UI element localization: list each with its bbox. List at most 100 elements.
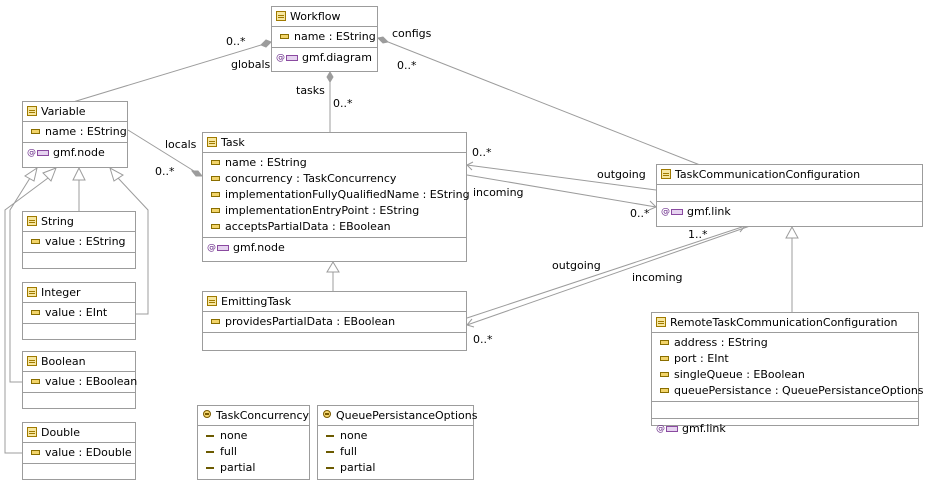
class-emitting-task[interactable]: EmittingTask providesPartialData : EBool… xyxy=(202,291,467,351)
label-locals: locals xyxy=(165,138,197,151)
generalization-arrow xyxy=(785,225,799,239)
enum-literal[interactable]: full xyxy=(318,444,473,460)
eannotation-icon: @ xyxy=(207,243,229,253)
label-tcc-incoming-multiplicity: 0..* xyxy=(630,207,650,220)
edge-configs xyxy=(377,37,701,166)
enum-literal[interactable]: none xyxy=(318,428,473,444)
edge-emit-outgoing xyxy=(466,225,746,319)
attribute[interactable]: address : EString xyxy=(652,335,918,351)
eannotation-icon: @ xyxy=(656,424,678,434)
attribute[interactable]: concurrency : TaskConcurrency xyxy=(203,171,466,187)
label-tasks-multiplicity: 0..* xyxy=(333,97,353,110)
enum-name: QueuePersistanceOptions xyxy=(336,409,478,422)
eattribute-icon xyxy=(211,208,220,213)
edge-double-generalization xyxy=(4,177,49,454)
eclass-icon xyxy=(27,287,37,297)
eclass-icon xyxy=(207,137,217,147)
eattribute-icon xyxy=(31,379,40,384)
attribute[interactable]: implementationEntryPoint : EString xyxy=(203,203,466,219)
attribute[interactable]: providesPartialData : EBoolean xyxy=(203,314,466,330)
eannotation-icon: @ xyxy=(276,53,298,63)
eattribute-icon xyxy=(211,224,220,229)
label-globals: globals xyxy=(231,58,271,71)
eattribute-icon xyxy=(660,372,669,377)
label-configs-multiplicity: 0..* xyxy=(397,59,417,72)
enum-literal[interactable]: partial xyxy=(198,460,309,476)
class-name: Workflow xyxy=(290,10,341,23)
class-name: Task xyxy=(221,136,245,149)
enum-literal[interactable]: partial xyxy=(318,460,473,476)
edge-emit-incoming xyxy=(466,225,751,326)
class-name: TaskCommunicationConfiguration xyxy=(675,168,861,181)
eattribute-icon xyxy=(660,356,669,361)
edge-emit-incoming-arrow xyxy=(466,318,475,328)
eattribute-icon xyxy=(660,388,669,393)
eliteral-icon xyxy=(206,467,214,469)
annotation[interactable]: @gmf.link xyxy=(656,422,726,435)
attribute[interactable]: port : EInt xyxy=(652,351,918,367)
eenum-icon xyxy=(322,410,332,420)
class-task[interactable]: Task name : EString concurrency : TaskCo… xyxy=(202,132,470,262)
class-name: Double xyxy=(41,426,80,439)
eattribute-icon xyxy=(211,319,220,324)
attribute[interactable]: value : EInt xyxy=(23,305,135,321)
attribute[interactable]: name : EString xyxy=(272,29,377,45)
eenum-icon xyxy=(202,410,212,420)
class-boolean[interactable]: Boolean value : EBoolean xyxy=(22,351,137,409)
attribute[interactable]: name : EString xyxy=(23,124,127,140)
eclass-icon xyxy=(276,11,286,21)
eattribute-icon xyxy=(211,192,220,197)
label-tasks: tasks xyxy=(296,84,325,97)
eclass-icon xyxy=(27,216,37,226)
edge-task-outgoing-arrow xyxy=(466,161,474,171)
eclass-icon xyxy=(207,296,217,306)
attribute[interactable]: implementationFullyQualifiedName : EStri… xyxy=(203,187,470,203)
annotation[interactable]: @gmf.diagram xyxy=(276,51,373,64)
attribute[interactable]: name : EString xyxy=(203,155,466,171)
class-task-communication-configuration[interactable]: TaskCommunicationConfiguration @gmf.link xyxy=(656,164,923,227)
label-locals-multiplicity: 0..* xyxy=(155,165,175,178)
eclass-icon xyxy=(656,317,666,327)
annotation[interactable]: @gmf.link xyxy=(661,205,731,218)
class-workflow[interactable]: Workflow name : EString @gmf.diagram xyxy=(271,6,378,72)
eattribute-icon xyxy=(31,310,40,315)
eliteral-icon xyxy=(206,451,214,453)
annotation[interactable]: @gmf.node xyxy=(27,146,105,159)
eattribute-icon xyxy=(211,160,220,165)
eattribute-icon xyxy=(280,34,289,39)
class-double[interactable]: Double value : EDouble xyxy=(22,422,136,480)
eannotation-icon: @ xyxy=(661,207,683,217)
enum-literal[interactable]: full xyxy=(198,444,309,460)
annotation[interactable]: @gmf.node xyxy=(207,241,285,254)
enum-queue-persistance-options[interactable]: QueuePersistanceOptions none full partia… xyxy=(317,405,478,480)
attribute[interactable]: queuePersistance : QueuePersistanceOptio… xyxy=(652,383,924,399)
edge-locals-diamond xyxy=(190,170,204,177)
label-configs: configs xyxy=(392,27,432,40)
eattribute-icon xyxy=(660,340,669,345)
class-integer[interactable]: Integer value : EInt xyxy=(22,282,136,340)
eattribute-icon xyxy=(31,239,40,244)
attribute[interactable]: singleQueue : EBoolean xyxy=(652,367,918,383)
enum-literal[interactable]: none xyxy=(198,428,309,444)
edge-locals xyxy=(127,129,203,177)
attribute[interactable]: value : EDouble xyxy=(23,445,135,461)
class-remote-task-communication-configuration[interactable]: RemoteTaskCommunicationConfiguration add… xyxy=(651,312,924,435)
eclass-icon xyxy=(661,169,671,179)
class-name: EmittingTask xyxy=(221,295,292,308)
eliteral-icon xyxy=(206,435,214,437)
attribute[interactable]: acceptsPartialData : EBoolean xyxy=(203,219,466,235)
edge-integer-generalization xyxy=(117,177,149,315)
enum-task-concurrency[interactable]: TaskConcurrency none full partial xyxy=(197,405,310,480)
class-string[interactable]: String value : EString xyxy=(22,211,136,269)
eliteral-icon xyxy=(326,467,334,469)
attribute[interactable]: value : EString xyxy=(23,234,135,250)
class-variable[interactable]: Variable name : EString @gmf.node xyxy=(22,101,128,168)
label-task-incoming-multiplicity: 0..* xyxy=(472,146,492,159)
eclass-icon xyxy=(27,356,37,366)
eattribute-icon xyxy=(31,450,40,455)
class-name: String xyxy=(41,215,74,228)
generalization-arrow xyxy=(72,166,86,181)
class-name: RemoteTaskCommunicationConfiguration xyxy=(670,316,898,329)
edge-task-incoming xyxy=(466,174,657,208)
attribute[interactable]: value : EBoolean xyxy=(23,374,137,390)
